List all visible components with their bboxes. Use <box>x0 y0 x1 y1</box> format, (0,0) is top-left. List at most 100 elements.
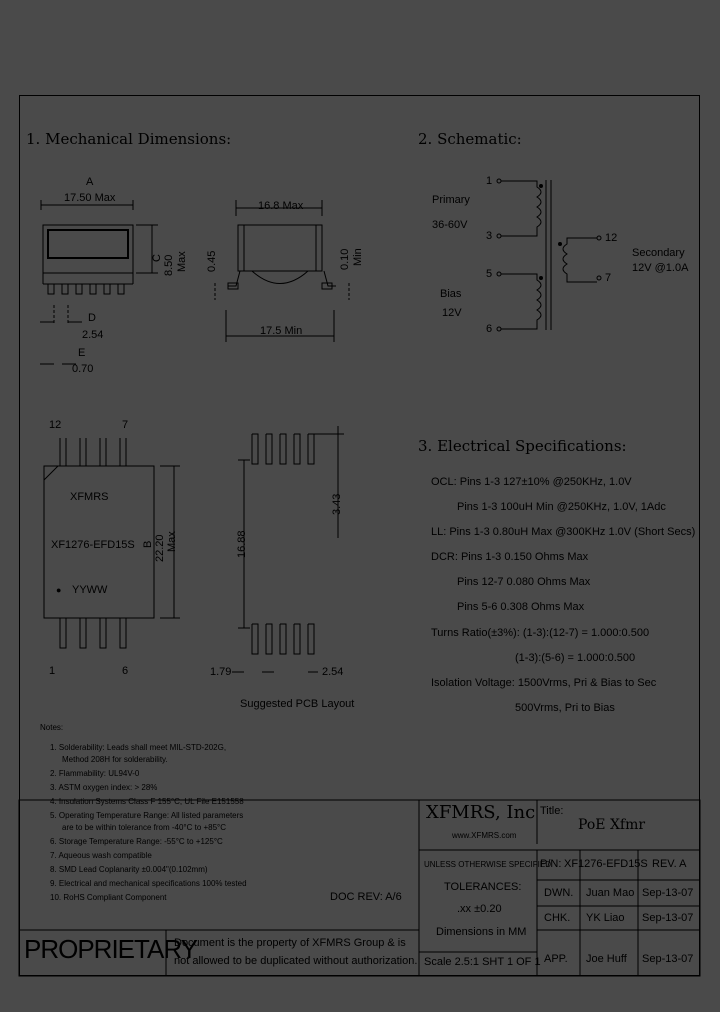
title-block-lines <box>18 799 701 977</box>
top-view <box>43 438 180 649</box>
side-foot: 17.5 Min <box>260 325 303 337</box>
spec-turns: Turns Ratio(±3%): (1-3):(12-7) = 1.000:0… <box>431 627 650 639</box>
drawing-title: PoE Xfmr <box>578 817 646 833</box>
spec-dcr-3: Pins 5-6 0.308 Ohms Max <box>457 601 585 613</box>
pn-label: P/N: <box>540 858 562 870</box>
note-4: 4. Insulation Systems Class F 155°C, UL … <box>50 797 244 806</box>
schematic-pin3: 3 <box>486 230 493 242</box>
schematic-secondary: Secondary <box>632 247 685 259</box>
schematic-drawing <box>496 178 602 332</box>
notes-title: Notes: <box>40 723 64 732</box>
title-label: Title: <box>540 805 564 817</box>
proprietary-mark: PROPRIETARY <box>24 934 198 964</box>
dim-c-value: 8.50 <box>163 254 175 276</box>
tolerance-line-1: UNLESS OTHERWISE SPECIFIED <box>424 860 551 869</box>
schematic-pin6: 6 <box>486 323 493 335</box>
electrical-heading: 3. Electrical Specifications: <box>418 437 627 455</box>
schematic-primary: Primary <box>432 194 470 206</box>
dim-c-max: Max <box>176 251 188 272</box>
proprietary-note-1: Document is the property of XFMRS Group … <box>174 937 406 949</box>
pcb-254: 2.54 <box>322 666 344 678</box>
top-pin6: 6 <box>122 665 129 677</box>
note-1b: Method 208H for solderability. <box>62 755 168 764</box>
note-10: 10. RoHS Compliant Component <box>50 893 167 902</box>
schematic-bias: Bias <box>440 288 462 300</box>
company-name: XFMRS, Inc <box>426 802 536 823</box>
schematic-heading: 2. Schematic: <box>418 130 522 148</box>
top-part: XF1276-EFD15S <box>51 539 135 551</box>
side-min: Min <box>352 248 364 266</box>
pcb-1688: 16.88 <box>236 530 248 558</box>
schematic-bias-v: 12V <box>442 307 462 319</box>
note-8: 8. SMD Lead Coplanarity ±0.004"(0.102mm) <box>50 865 208 874</box>
schematic-primary-v: 36-60V <box>432 219 468 231</box>
spec-turns-2: (1-3):(5-6) = 1.000:0.500 <box>515 652 636 664</box>
side-045: 0.45 <box>206 250 218 272</box>
note-5b: are to be within tolerance from -40°C to… <box>62 823 227 832</box>
top-brand: XFMRS <box>70 491 109 503</box>
doc-rev: DOC REV: A/6 <box>330 891 402 903</box>
tolerance-line-4: Dimensions in MM <box>436 926 527 938</box>
dim-d-value: 2.54 <box>82 329 104 341</box>
schematic-pin7: 7 <box>605 272 612 284</box>
spec-dcr: DCR: Pins 1-3 0.150 Ohms Max <box>431 551 589 563</box>
pcb-179: 1.79 <box>210 666 232 678</box>
dim-a-letter: A <box>86 176 94 188</box>
chk-name: YK Liao <box>586 912 625 924</box>
spec-ll: LL: Pins 1-3 0.80uH Max @300KHz 1.0V (Sh… <box>431 526 696 538</box>
dwn-label: DWN. <box>544 887 574 899</box>
spec-isolation: Isolation Voltage: 1500Vrms, Pri & Bias … <box>431 677 657 689</box>
spec-ocl: OCL: Pins 1-3 127±10% @250KHz, 1.0V <box>431 476 632 488</box>
pin1-dot-icon: ● <box>56 585 62 595</box>
note-6: 6. Storage Temperature Range: -55°C to +… <box>50 837 223 846</box>
pcb-caption: Suggested PCB Layout <box>240 698 355 710</box>
top-date-code: YYWW <box>72 584 108 596</box>
pcb-layout <box>232 426 344 673</box>
part-number: XF1276-EFD15S <box>564 858 648 870</box>
app-label: APP. <box>544 953 568 965</box>
dim-c-letter: C <box>151 254 163 262</box>
note-7: 7. Aqueous wash compatible <box>50 851 152 860</box>
spec-ocl-2: Pins 1-3 100uH Min @250KHz, 1.0V, 1Adc <box>457 501 666 513</box>
app-date: Sep-13-07 <box>642 953 694 965</box>
note-1: 1. Solderability: Leads shall meet MIL-S… <box>50 743 227 752</box>
dim-b-letter: B <box>142 540 154 548</box>
spec-dcr-2: Pins 12-7 0.080 Ohms Max <box>457 576 591 588</box>
schematic-pin5: 5 <box>486 268 493 280</box>
dwn-name: Juan Mao <box>586 887 635 899</box>
spec-isolation-2: 500Vrms, Pri to Bias <box>515 702 615 714</box>
side-view <box>214 200 350 342</box>
side-width: 16.8 Max <box>258 200 304 212</box>
note-9: 9. Electrical and mechanical specificati… <box>50 879 247 888</box>
note-5: 5. Operating Temperature Range: All list… <box>50 811 244 820</box>
top-pin7: 7 <box>122 419 129 431</box>
app-name: Joe Huff <box>586 953 627 965</box>
top-pin12: 12 <box>49 419 62 431</box>
schematic-pin12: 12 <box>605 232 618 244</box>
front-view <box>40 200 158 365</box>
scale-sheet: Scale 2.5:1 SHT 1 OF 1 <box>424 956 541 968</box>
mechanical-heading: 1. Mechanical Dimensions: <box>26 130 232 148</box>
proprietary-note-2: not allowed to be duplicated without aut… <box>174 955 418 967</box>
note-3: 3. ASTM oxygen index: > 28% <box>50 783 158 792</box>
note-2: 2. Flammability: UL94V-0 <box>50 769 140 778</box>
dim-e-letter: E <box>78 347 86 359</box>
chk-label: CHK. <box>544 912 571 924</box>
side-010: 0.10 <box>339 248 351 270</box>
dim-b-value: 22.20 <box>154 534 166 562</box>
dim-a-value: 17.50 Max <box>64 192 116 204</box>
company-website: www.XFMRS.com <box>452 831 517 840</box>
dim-e-value: 0.70 <box>72 363 94 375</box>
dim-d-letter: D <box>88 312 96 324</box>
dwn-date: Sep-13-07 <box>642 887 694 899</box>
pcb-343: 3.43 <box>331 493 343 515</box>
tolerance-line-3: .xx ±0.20 <box>457 903 502 915</box>
revision: REV. A <box>652 858 687 870</box>
top-pin1: 1 <box>49 665 56 677</box>
dim-b-max: Max <box>166 531 178 552</box>
chk-date: Sep-13-07 <box>642 912 694 924</box>
tolerance-line-2: TOLERANCES: <box>444 881 522 893</box>
schematic-pin1: 1 <box>486 175 493 187</box>
schematic-secondary-v: 12V @1.0A <box>632 262 689 274</box>
